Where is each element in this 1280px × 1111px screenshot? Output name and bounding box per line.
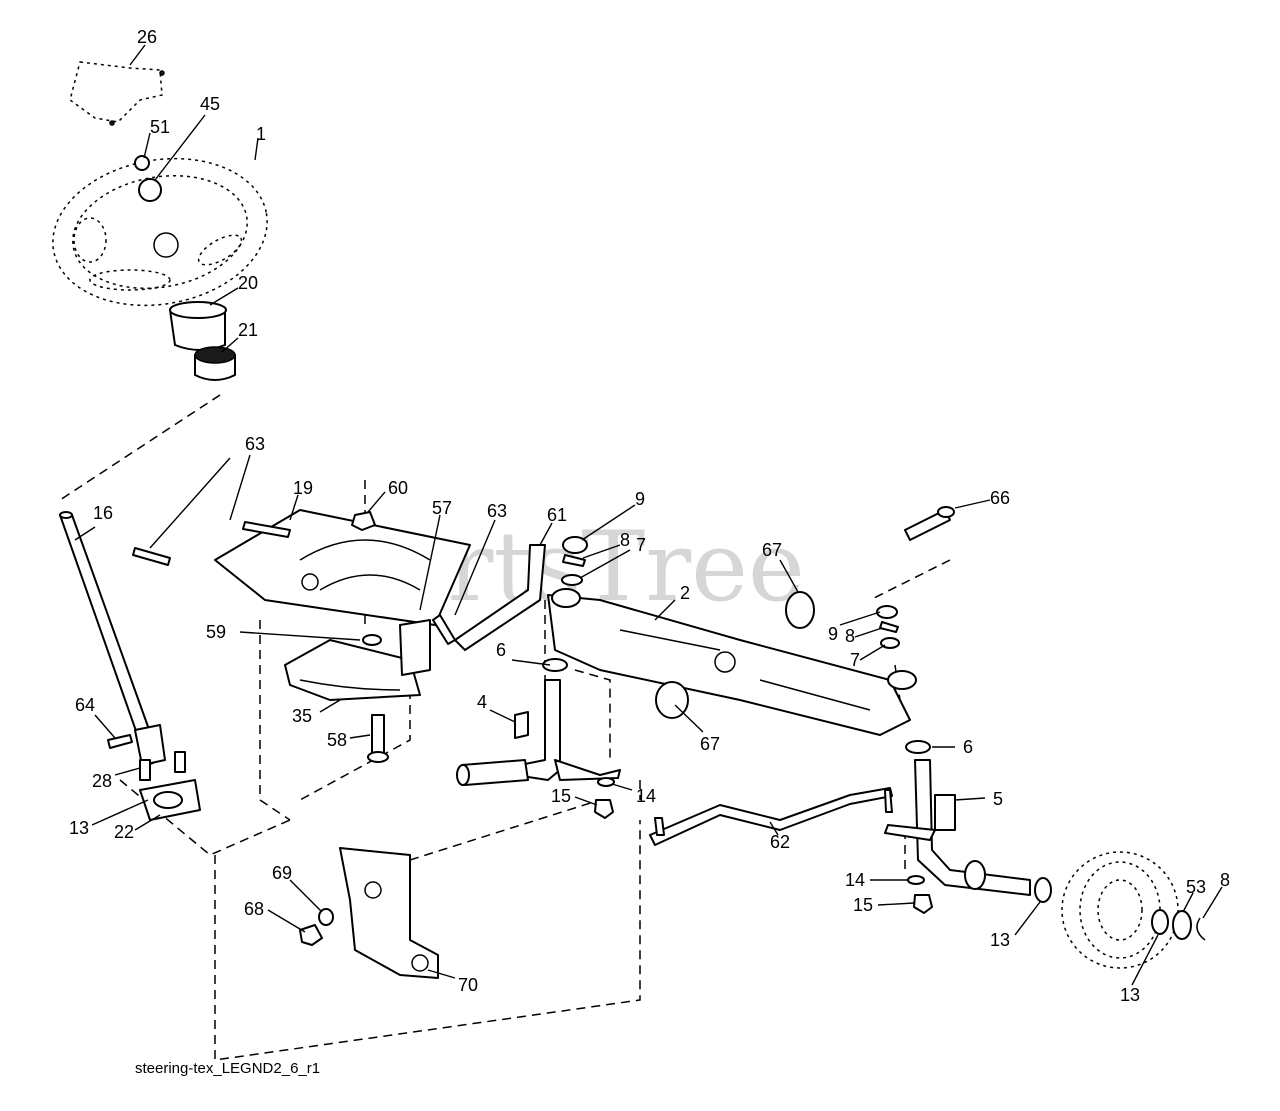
callout-5: 5 [993,789,1003,809]
spindle-right [884,759,1031,896]
callout-20: 20 [238,273,258,293]
steering-gear [194,346,236,381]
steering-wheel [52,155,268,307]
callout-13-wheel-inner: 13 [990,930,1010,950]
cap-9-left [562,536,588,554]
callout-15-right: 15 [853,895,873,915]
callout-51: 51 [150,117,170,137]
callout-35: 35 [292,706,312,726]
callout-15-left: 15 [551,786,571,806]
callout-1: 1 [256,124,266,144]
callout-62: 62 [770,832,790,852]
callout-70: 70 [458,975,478,995]
nut-68 [299,924,323,946]
callout-68: 68 [244,899,264,919]
callout-69: 69 [272,863,292,883]
callout-22: 22 [114,822,134,842]
nut-60 [351,511,376,531]
callout-60: 60 [388,478,408,498]
callout-7-left: 7 [636,535,646,555]
washer-14-left [597,777,615,787]
callout-61: 61 [547,505,567,525]
bolt-63-right [432,614,456,645]
callout-4: 4 [477,692,487,712]
callout-7-right: 7 [850,650,860,670]
washer-6-left [542,658,568,672]
callout-8-clip: 8 [1220,870,1230,890]
callout-19: 19 [293,478,313,498]
washer-53 [1172,910,1192,940]
callout-64: 64 [75,695,95,715]
leader-lines [74,44,1223,986]
callout-13-shaft: 13 [69,818,89,838]
callout-59: 59 [206,622,226,642]
callout-9-right: 9 [828,624,838,644]
bolt-63-left [132,521,291,566]
callout-57: 57 [432,498,452,518]
callout-53: 53 [1186,877,1206,897]
nut-15-left [594,799,614,819]
sector-gear-bolt [367,714,389,763]
washer-13-inner [1034,877,1052,903]
callout-21: 21 [238,320,258,340]
clip-8 [1196,917,1206,941]
steering-bracket [399,619,431,676]
callout-14-right: 14 [845,870,865,890]
callout-28: 28 [92,771,112,791]
assembly-guide-lines [59,394,951,1061]
spacer-67-upper [785,591,815,629]
callout-58: 58 [327,730,347,750]
washer-8-right [879,621,899,633]
cap-9-right [876,605,898,619]
callout-66: 66 [990,488,1010,508]
spindle-left [456,679,621,786]
washer-7-left [561,574,583,586]
nut-15-right [913,894,933,914]
callout-16: 16 [93,503,113,523]
callout-63-right: 63 [487,501,507,521]
bolt-64 [107,734,133,749]
callout-67-upper: 67 [762,540,782,560]
washer-7-right [880,637,900,649]
callout-8-left: 8 [620,530,630,550]
callout-26: 26 [137,27,157,47]
tie-rod-61 [454,544,546,651]
callout-8-right: 8 [845,626,855,646]
washer-59 [362,634,382,646]
callout-2: 2 [680,583,690,603]
callout-labels: 26 45 51 1 20 21 63 19 60 57 63 61 9 8 7… [69,27,1230,1005]
callout-6-right: 6 [963,737,973,757]
callout-67-lower: 67 [700,734,720,754]
callout-9-left: 9 [635,489,645,509]
pivot-bolt [904,506,955,541]
drag-link [649,787,893,846]
callout-13-wheel-outer: 13 [1120,985,1140,1005]
washer-69 [318,908,334,926]
callout-14-left: 14 [636,786,656,806]
steering-wheel-cover [69,61,165,126]
callout-45: 45 [200,94,220,114]
washer-13-outer [1151,909,1169,935]
steering-support-plate [214,509,471,626]
sector-gear [284,639,421,701]
diagram-caption: steering-tex_LEGND2_6_r1 [135,1060,320,1077]
shaft-bearing-plate [139,751,201,821]
steering-adapter [169,301,227,351]
support-plate-70 [339,847,439,979]
steering-shaft [59,511,166,766]
washer-8-left [562,554,586,567]
washer-14-right [907,875,925,885]
callout-6-left: 6 [496,640,506,660]
front-axle [547,588,917,736]
callout-63-left: 63 [245,434,265,454]
washer-6-right [905,740,931,754]
